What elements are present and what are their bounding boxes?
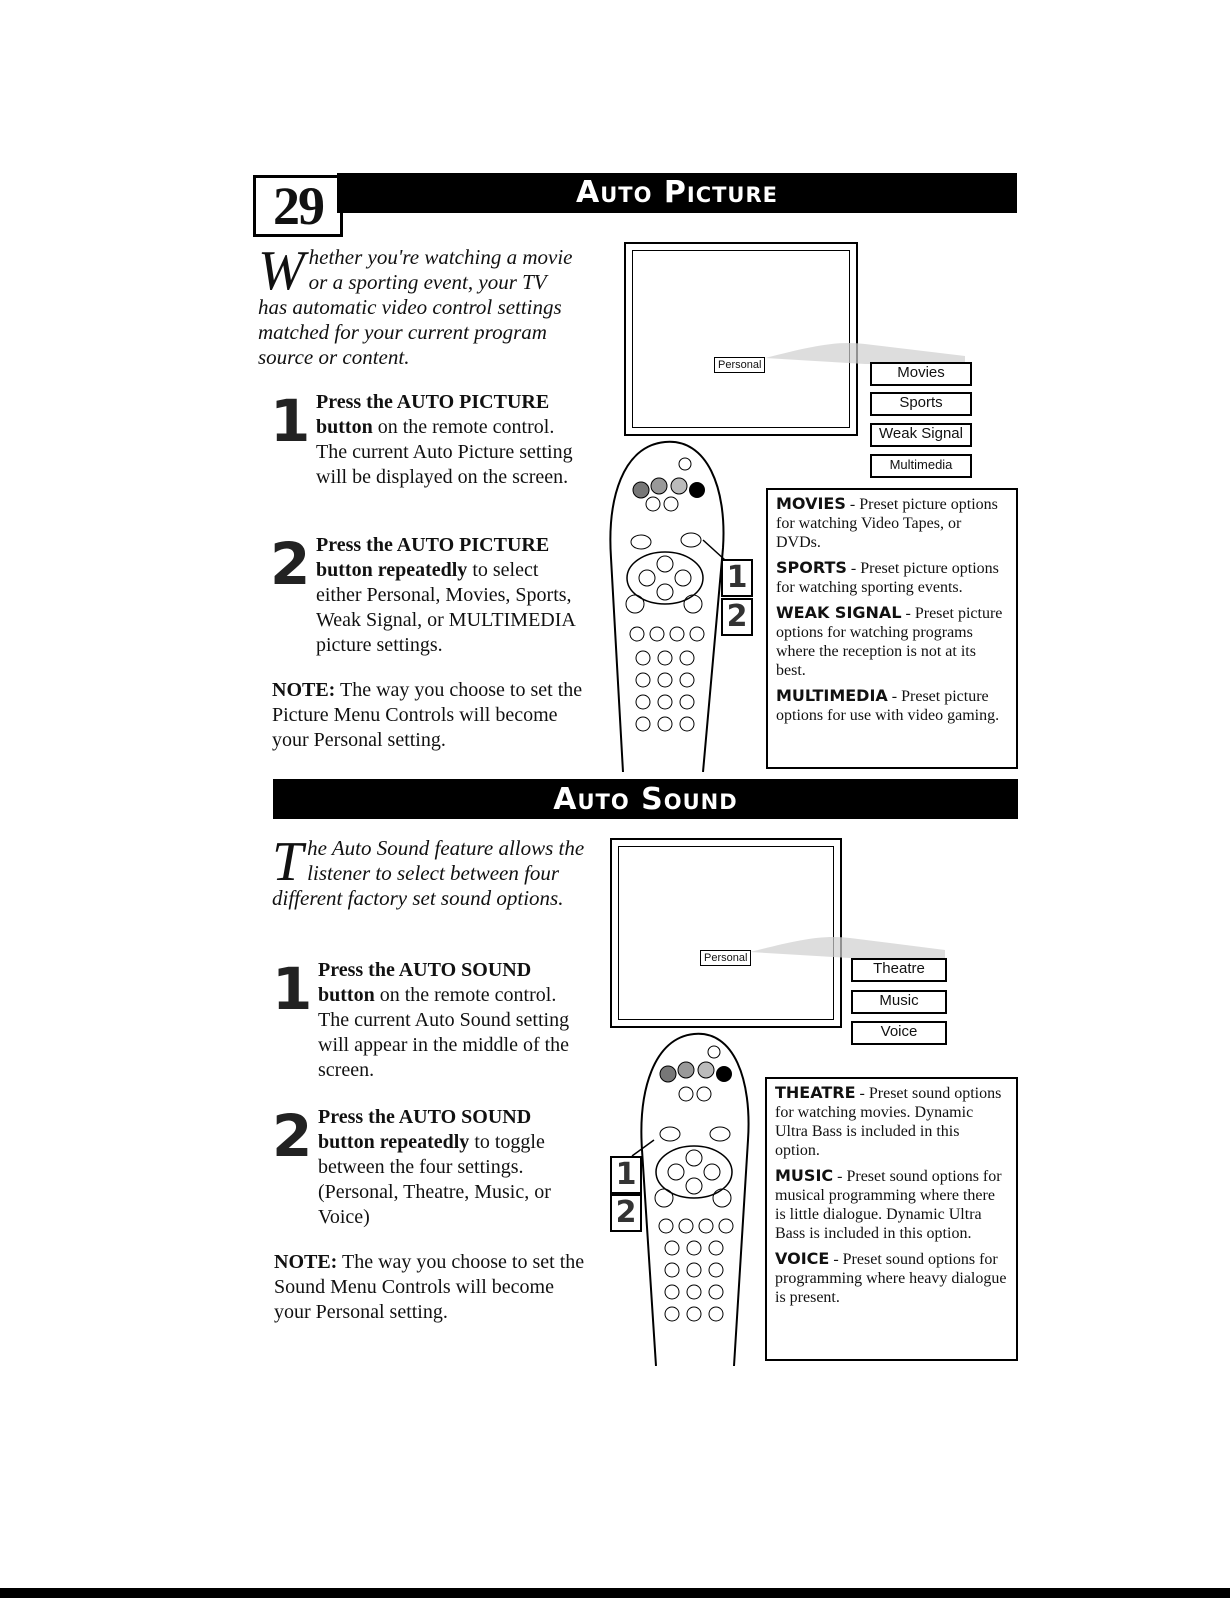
osd-fan-pattern [750, 936, 945, 958]
desc-theatre: THEATRE - Preset sound options for watch… [775, 1083, 1008, 1160]
step-text: Press the AUTO PICTURE button repeatedly… [316, 533, 586, 658]
desc-text: - Preset sound options for musical progr… [775, 1168, 1002, 1242]
tv-screen-illustration: Personal [624, 242, 858, 436]
note-text: The way you choose to set the Picture Me… [272, 679, 583, 751]
desc-text: - Preset sound options for programming w… [775, 1251, 1007, 1306]
step-body: on the remote control. The current Auto … [316, 416, 573, 488]
auto-picture-descriptions: MOVIES - Preset picture options for watc… [766, 488, 1018, 769]
auto-picture-heading: Auto Picture [337, 173, 1017, 213]
step-text: Press the AUTO SOUND button on the remot… [318, 958, 588, 1083]
desc-text: - Preset picture options for watching pr… [776, 605, 1003, 679]
step-number: 1 [270, 387, 311, 455]
step-bold: Press the AUTO PICTURE button repeatedly [316, 534, 550, 581]
desc-text: - Preset sound options for watching movi… [775, 1085, 1002, 1159]
tv-screen-inner [632, 250, 850, 428]
option-music: Music [851, 990, 947, 1014]
note-text: The way you choose to set the Sound Menu… [274, 1251, 585, 1323]
desc-movies: MOVIES - Preset picture options for watc… [776, 494, 1008, 552]
desc-text: - Preset picture options for watching Vi… [776, 496, 998, 551]
osd-fan-pattern [765, 342, 965, 364]
step-bold: Press the AUTO SOUND button repeatedly [318, 1106, 532, 1153]
option-theatre: Theatre [851, 958, 947, 982]
callout-step-1: 1 [610, 1156, 642, 1194]
desc-term: SPORTS [776, 558, 847, 577]
note-label: NOTE: [272, 679, 336, 701]
desc-term: MUSIC [775, 1166, 834, 1185]
remote-control-illustration [609, 440, 726, 772]
intro-dropcap: T [272, 831, 304, 893]
page-bottom-edge [0, 1588, 1230, 1598]
osd-current-setting: Personal [700, 950, 752, 966]
step-text: Press the AUTO SOUND button repeatedly t… [318, 1105, 588, 1230]
step-body: to toggle between the four settings. (Pe… [318, 1131, 551, 1228]
desc-term: THEATRE [775, 1083, 856, 1102]
step-number: 2 [270, 530, 311, 598]
callout-step-1: 1 [721, 559, 753, 597]
auto-sound-descriptions: THEATRE - Preset sound options for watch… [765, 1077, 1018, 1361]
desc-music: MUSIC - Preset sound options for musical… [775, 1166, 1008, 1243]
auto-sound-heading: Auto Sound [273, 779, 1018, 819]
step-body: to select either Personal, Movies, Sport… [316, 559, 575, 656]
desc-term: MULTIMEDIA [776, 686, 888, 705]
note-label: NOTE: [274, 1251, 338, 1273]
step-number: 2 [272, 1102, 313, 1170]
osd-current-setting: Personal [714, 357, 766, 373]
tv-screen-inner [618, 846, 834, 1020]
option-multimedia: Multimedia [870, 454, 972, 478]
desc-sports: SPORTS - Preset picture options for watc… [776, 558, 1008, 597]
desc-term: WEAK SIGNAL [776, 603, 902, 622]
desc-term: MOVIES [776, 494, 846, 513]
remote-control-illustration [631, 1032, 750, 1366]
desc-text: - Preset picture options for watching sp… [776, 560, 999, 596]
step-body: on the remote control. The current Auto … [318, 984, 570, 1081]
auto-picture-note: NOTE: The way you choose to set the Pict… [272, 678, 592, 753]
option-weak-signal: Weak Signal [870, 423, 972, 447]
step-number: 1 [272, 955, 313, 1023]
callout-step-2: 2 [721, 598, 753, 636]
option-sports: Sports [870, 392, 972, 416]
step-text: Press the AUTO PICTURE button on the rem… [316, 390, 586, 490]
page-number: 29 [253, 175, 343, 237]
step-bold: Press the AUTO PICTURE button [316, 391, 550, 438]
desc-text: - Preset picture options for use with vi… [776, 688, 1000, 724]
option-movies: Movies [870, 362, 972, 386]
intro-dropcap: W [258, 240, 305, 302]
intro-text: hether you're watching a movie or a spor… [258, 245, 573, 369]
desc-term: VOICE [775, 1249, 830, 1268]
tv-screen-illustration: Personal [610, 838, 842, 1028]
desc-multimedia: MULTIMEDIA - Preset picture options for … [776, 686, 1008, 725]
step-bold: Press the AUTO SOUND button [318, 959, 532, 1006]
desc-voice: VOICE - Preset sound options for program… [775, 1249, 1008, 1307]
desc-weak-signal: WEAK SIGNAL - Preset picture options for… [776, 603, 1008, 680]
auto-sound-note: NOTE: The way you choose to set the Soun… [274, 1250, 594, 1325]
intro-text: he Auto Sound feature allows the listene… [272, 836, 585, 910]
callout-step-2: 2 [610, 1194, 642, 1232]
option-voice: Voice [851, 1021, 947, 1045]
